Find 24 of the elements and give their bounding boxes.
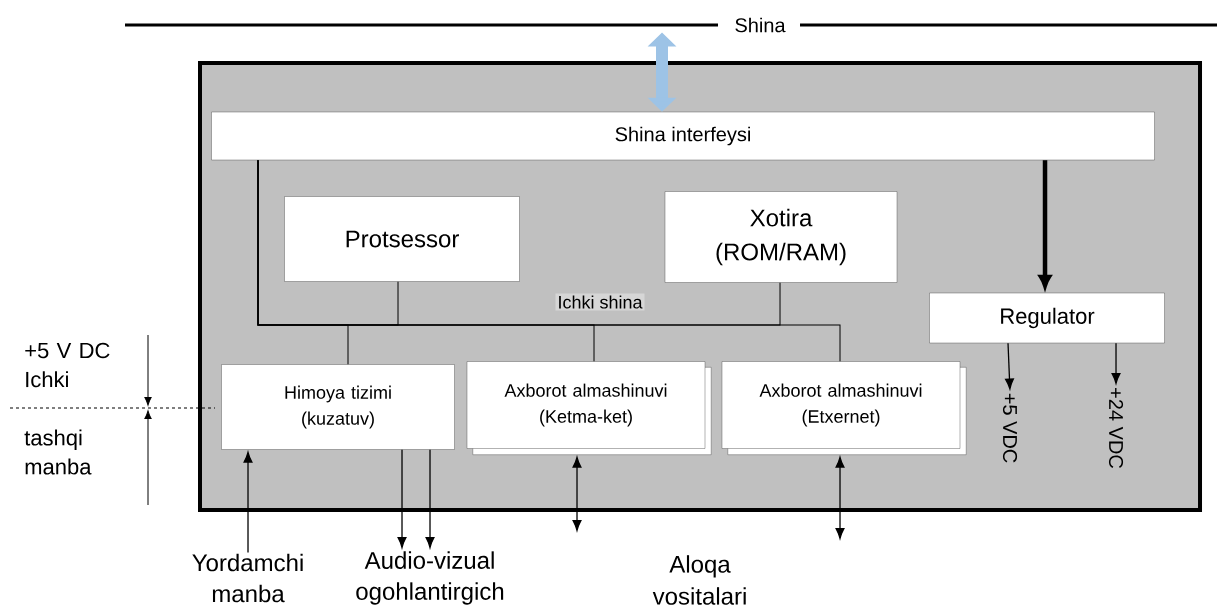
terminal-label: Yordamchi manba bbox=[192, 553, 303, 603]
bus-line: Shina bbox=[125, 17, 1217, 33]
arrow bbox=[397, 449, 407, 549]
arrow bbox=[425, 449, 435, 549]
stacked-module-box: Axborot almashinuvi (Etxernet) bbox=[721, 361, 967, 455]
module-box: Regulator bbox=[929, 292, 1165, 344]
arrow bbox=[835, 456, 845, 540]
bus-label: Ichki shina bbox=[555, 293, 645, 311]
voltage-label: +5 VDC bbox=[1002, 393, 1018, 463]
terminal-label: Audio-vizual ogohlantirgich bbox=[356, 551, 504, 605]
interface-bar: Shina interfeysi bbox=[211, 111, 1155, 161]
voltage-label: +24 VDC bbox=[1108, 388, 1124, 469]
terminal-label: Aloqa vositalari bbox=[652, 555, 746, 605]
stacked-module-box: Axborot almashinuvi (Ketma-ket) bbox=[466, 361, 712, 455]
module-box: Himoya tizimi (kuzatuv) bbox=[221, 364, 455, 450]
note-text: +5 V DC Ichki bbox=[25, 342, 110, 388]
module-box: Protsessor bbox=[284, 196, 520, 282]
connector-line bbox=[257, 159, 841, 362]
arrow bbox=[1005, 342, 1014, 390]
module-box: Xotira (ROM/RAM) bbox=[664, 191, 898, 283]
arrow bbox=[572, 456, 582, 532]
arrow bbox=[243, 451, 253, 554]
arrow bbox=[1111, 342, 1121, 384]
note-text: tashqi manba bbox=[24, 429, 92, 475]
